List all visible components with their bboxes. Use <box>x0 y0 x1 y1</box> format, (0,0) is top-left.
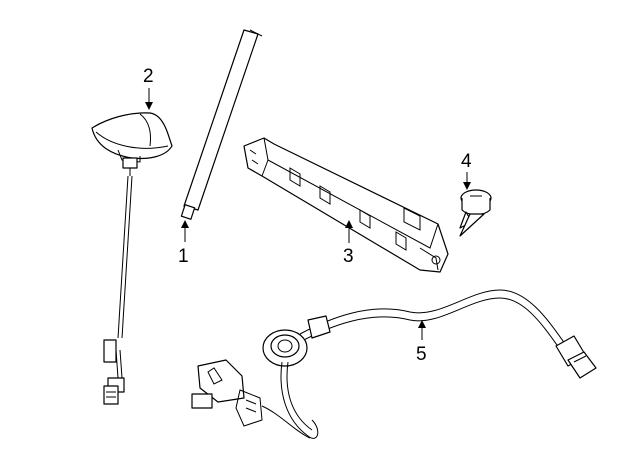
callout-label-1: 1 <box>178 246 189 267</box>
antenna-module-part <box>243 137 449 273</box>
callout-label-2: 2 <box>143 66 154 87</box>
callout-label-4: 4 <box>461 151 472 172</box>
callout-label-5: 5 <box>416 344 427 365</box>
callout-2: 2 <box>143 66 154 110</box>
callout-5: 5 <box>416 320 427 365</box>
antenna-cable-part <box>191 289 597 439</box>
antenna-mast-part <box>180 29 263 220</box>
callout-1: 1 <box>178 220 189 267</box>
antenna-base-part <box>91 112 173 405</box>
callout-label-3: 3 <box>343 246 354 267</box>
callout-3: 3 <box>343 220 354 267</box>
push-pin-part <box>459 189 492 237</box>
callout-4: 4 <box>461 151 472 190</box>
